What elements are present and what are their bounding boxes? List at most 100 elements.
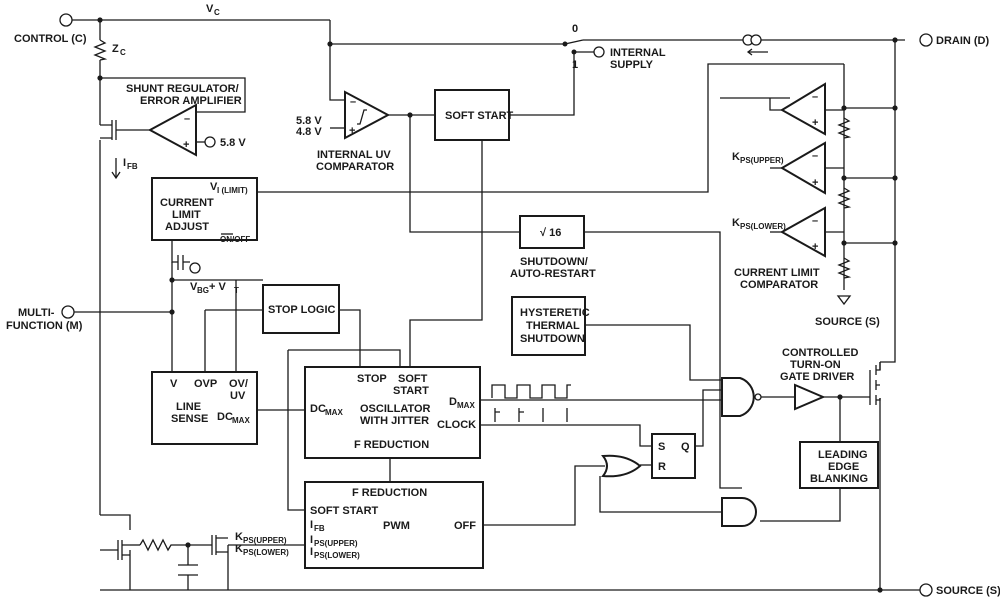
svg-text:MULTI-: MULTI- xyxy=(18,307,55,319)
pwm-block: F REDUCTION SOFT START I FB PWM OFF I PS… xyxy=(304,481,484,569)
svg-text:SOURCE (S): SOURCE (S) xyxy=(936,585,1000,597)
svg-text:GATE DRIVER: GATE DRIVER xyxy=(780,371,854,383)
hysteretic-thermal-shutdown-block: HYSTERETIC THERMAL SHUTDOWN xyxy=(511,296,590,356)
svg-text:FUNCTION (M): FUNCTION (M) xyxy=(6,320,83,332)
svg-text:FB: FB xyxy=(314,524,325,533)
svg-text:PS(LOWER): PS(LOWER) xyxy=(740,222,786,231)
filter-resistor xyxy=(139,538,175,552)
pin-source: SOURCE (S) xyxy=(919,583,1000,597)
filter-capacitor xyxy=(178,564,198,576)
svg-text:K: K xyxy=(235,531,243,543)
internal-uv-comparator: – + xyxy=(344,90,391,140)
svg-text:MAX: MAX xyxy=(232,416,250,425)
svg-text:WITH JITTER: WITH JITTER xyxy=(360,415,429,427)
svg-text:I (LIMIT): I (LIMIT) xyxy=(217,186,248,195)
svg-text:SHUNT REGULATOR/: SHUNT REGULATOR/ xyxy=(126,83,239,95)
svg-text:–: – xyxy=(350,96,356,108)
svg-text:SHUTDOWN/: SHUTDOWN/ xyxy=(520,256,588,268)
stop-logic-block: STOP LOGIC xyxy=(262,284,340,334)
svg-text:CLOCK: CLOCK xyxy=(437,419,476,431)
and-gate-leb xyxy=(721,497,757,527)
shunt-error-amplifier: – + xyxy=(147,103,197,157)
svg-text:FB: FB xyxy=(127,162,138,171)
svg-text:OFF: OFF xyxy=(454,520,476,532)
pin-drain: DRAIN (D) xyxy=(919,33,989,47)
svg-text:INTERNAL UV: INTERNAL UV xyxy=(317,149,391,161)
current-limit-adjust-block: CURRENT LIMIT ADJUST V I (LIMIT) ON/OFF xyxy=(151,177,258,244)
svg-text:+: + xyxy=(183,139,189,151)
svg-text:CONTROLLED: CONTROLLED xyxy=(782,347,858,359)
svg-text:+: + xyxy=(812,241,818,253)
svg-text:S: S xyxy=(658,441,665,453)
svg-text:BG: BG xyxy=(197,286,209,295)
svg-text:PS(LOWER): PS(LOWER) xyxy=(314,551,360,560)
svg-text:+ V: + V xyxy=(209,281,226,293)
pin-multifunction: MULTI- FUNCTION (M) xyxy=(6,305,83,332)
dmax-waveform xyxy=(491,384,571,399)
svg-text:5.8 V: 5.8 V xyxy=(220,137,246,149)
svg-text:ERROR AMPLIFIER: ERROR AMPLIFIER xyxy=(140,95,242,107)
supply-switch: 0 1 INTERNAL SUPPLY xyxy=(562,23,666,71)
svg-text:F REDUCTION: F REDUCTION xyxy=(352,487,427,499)
svg-text:START: START xyxy=(393,385,429,397)
svg-text:D: D xyxy=(449,396,457,408)
svg-text:COMPARATOR: COMPARATOR xyxy=(316,161,394,173)
svg-text:√ 16: √ 16 xyxy=(540,227,561,239)
svg-text:MAX: MAX xyxy=(325,408,343,417)
svg-text:OSCILLATOR: OSCILLATOR xyxy=(360,403,431,415)
power-mosfet xyxy=(869,362,881,405)
svg-text:SOFT START: SOFT START xyxy=(310,505,379,517)
svg-text:+: + xyxy=(812,177,818,189)
svg-text:–: – xyxy=(184,113,190,125)
svg-text:DC: DC xyxy=(310,403,326,415)
svg-text:T: T xyxy=(234,286,239,295)
svg-text:SOFT START: SOFT START xyxy=(445,110,514,122)
svg-text:Q: Q xyxy=(681,441,690,453)
svg-text:I: I xyxy=(123,157,126,169)
current-limit-comparator-low: – + xyxy=(779,206,826,258)
svg-text:COMPARATOR: COMPARATOR xyxy=(740,279,818,291)
line-sense-block: V OVP OV/ UV LINE SENSE DC MAX xyxy=(151,371,258,445)
svg-text:CURRENT LIMIT: CURRENT LIMIT xyxy=(734,267,820,279)
svg-text:K: K xyxy=(732,217,740,229)
svg-text:EDGE: EDGE xyxy=(828,461,859,473)
svg-text:ON/OFF: ON/OFF xyxy=(220,235,250,244)
svg-text:C: C xyxy=(120,48,126,57)
svg-text:PS(LOWER): PS(LOWER) xyxy=(243,548,289,557)
svg-text:ADJUST: ADJUST xyxy=(165,221,209,233)
zc-resistor xyxy=(93,39,108,61)
svg-text:I: I xyxy=(310,534,313,546)
svg-text:+: + xyxy=(349,125,355,137)
ladder-resistor-2 xyxy=(837,187,852,209)
oscillator-block: STOP SOFT START DC MAX OSCILLATOR WITH J… xyxy=(304,366,481,459)
svg-text:UV: UV xyxy=(230,390,246,402)
current-limit-comparator-top: – + xyxy=(780,82,826,136)
svg-text:OVP: OVP xyxy=(194,378,217,390)
svg-text:–: – xyxy=(812,150,818,162)
svg-text:LIMIT: LIMIT xyxy=(172,209,201,221)
svg-text:+: + xyxy=(812,117,818,129)
svg-text:V: V xyxy=(170,378,178,390)
svg-text:SOURCE (S): SOURCE (S) xyxy=(815,316,880,328)
and-gate-main xyxy=(721,377,762,417)
svg-text:HYSTERETIC: HYSTERETIC xyxy=(520,307,590,319)
ladder-resistor-3 xyxy=(837,257,852,279)
svg-text:0: 0 xyxy=(572,23,578,35)
svg-text:MAX: MAX xyxy=(457,401,475,410)
svg-text:SUPPLY: SUPPLY xyxy=(610,59,654,71)
clock-waveform xyxy=(494,408,568,422)
svg-text:STOP LOGIC: STOP LOGIC xyxy=(268,304,335,316)
svg-text:4.8 V: 4.8 V xyxy=(296,126,322,138)
svg-text:K: K xyxy=(732,151,740,163)
current-limit-comparator-mid: – + xyxy=(780,141,826,195)
svg-text:V: V xyxy=(210,181,218,193)
svg-text:LEADING: LEADING xyxy=(818,449,868,461)
svg-text:DRAIN (D): DRAIN (D) xyxy=(936,35,989,47)
svg-text:C: C xyxy=(214,8,220,17)
svg-text:I: I xyxy=(310,519,313,531)
svg-text:SOFT: SOFT xyxy=(398,373,428,385)
svg-text:SENSE: SENSE xyxy=(171,413,208,425)
driver-buffer xyxy=(794,383,826,411)
vc-label: V xyxy=(206,3,214,15)
